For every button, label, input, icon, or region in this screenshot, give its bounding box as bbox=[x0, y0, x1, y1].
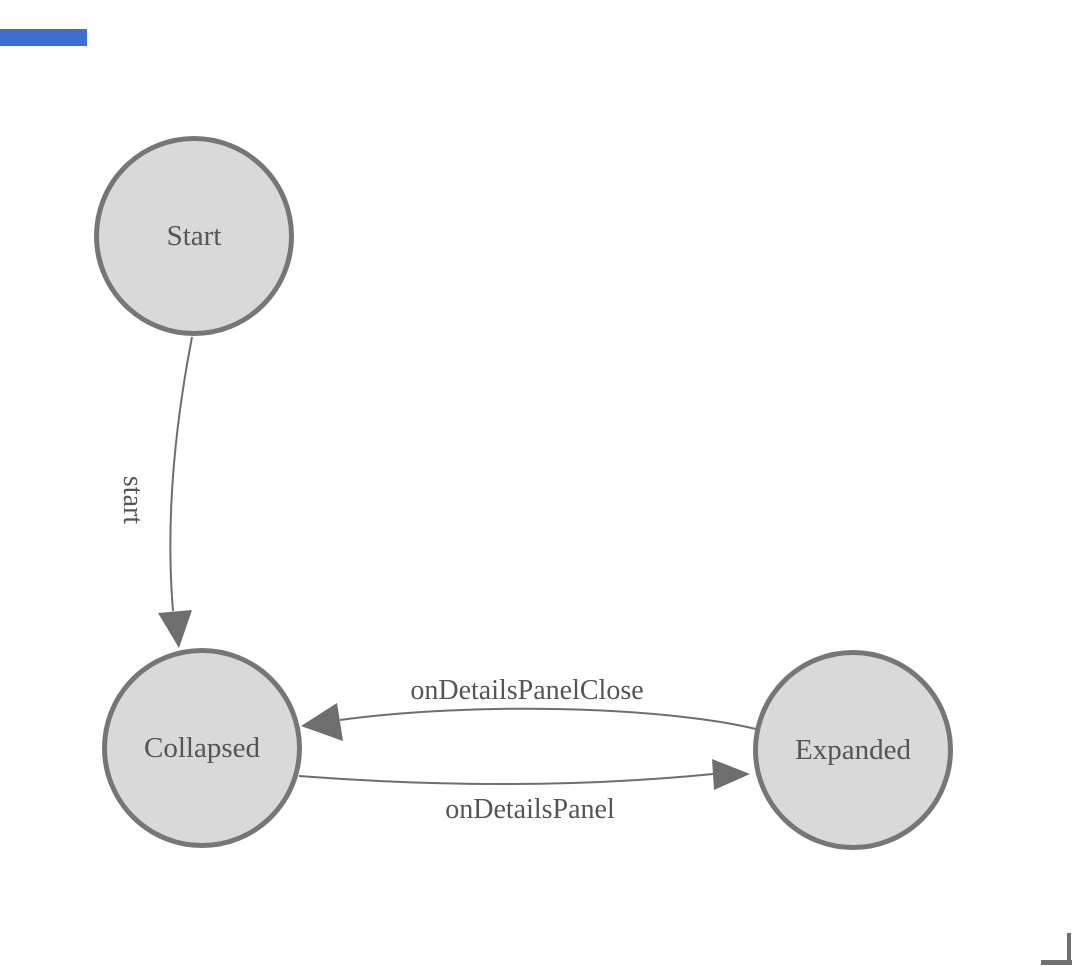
state-label-expanded: Expanded bbox=[795, 733, 911, 766]
state-label-start: Start bbox=[166, 219, 222, 252]
state-node-start[interactable]: Start bbox=[94, 136, 294, 336]
transition-label-ondetailspanelclose: onDetailsPanelClose bbox=[410, 675, 644, 706]
canvas-corner-mark-horizontal bbox=[1041, 960, 1072, 965]
state-node-expanded[interactable]: Expanded bbox=[753, 650, 953, 850]
transition-label-start: start bbox=[117, 475, 148, 525]
arrowhead-left-icon bbox=[301, 703, 343, 741]
edge-start-line bbox=[169, 336, 193, 612]
edge-start-to-collapsed bbox=[158, 336, 193, 648]
state-label-collapsed: Collapsed bbox=[144, 731, 260, 764]
edge-open-line bbox=[298, 773, 714, 786]
edge-expanded-to-collapsed bbox=[301, 703, 757, 741]
canvas-corner-mark-vertical bbox=[1067, 933, 1071, 962]
state-node-collapsed[interactable]: Collapsed bbox=[102, 648, 302, 848]
transition-label-ondetailspanel: onDetailsPanel bbox=[445, 794, 615, 825]
edge-collapsed-to-expanded bbox=[298, 759, 750, 790]
edge-close-line bbox=[339, 707, 757, 730]
accent-bar bbox=[0, 29, 87, 46]
arrowhead-down-icon bbox=[158, 610, 192, 648]
arrowhead-right-icon bbox=[712, 759, 750, 790]
